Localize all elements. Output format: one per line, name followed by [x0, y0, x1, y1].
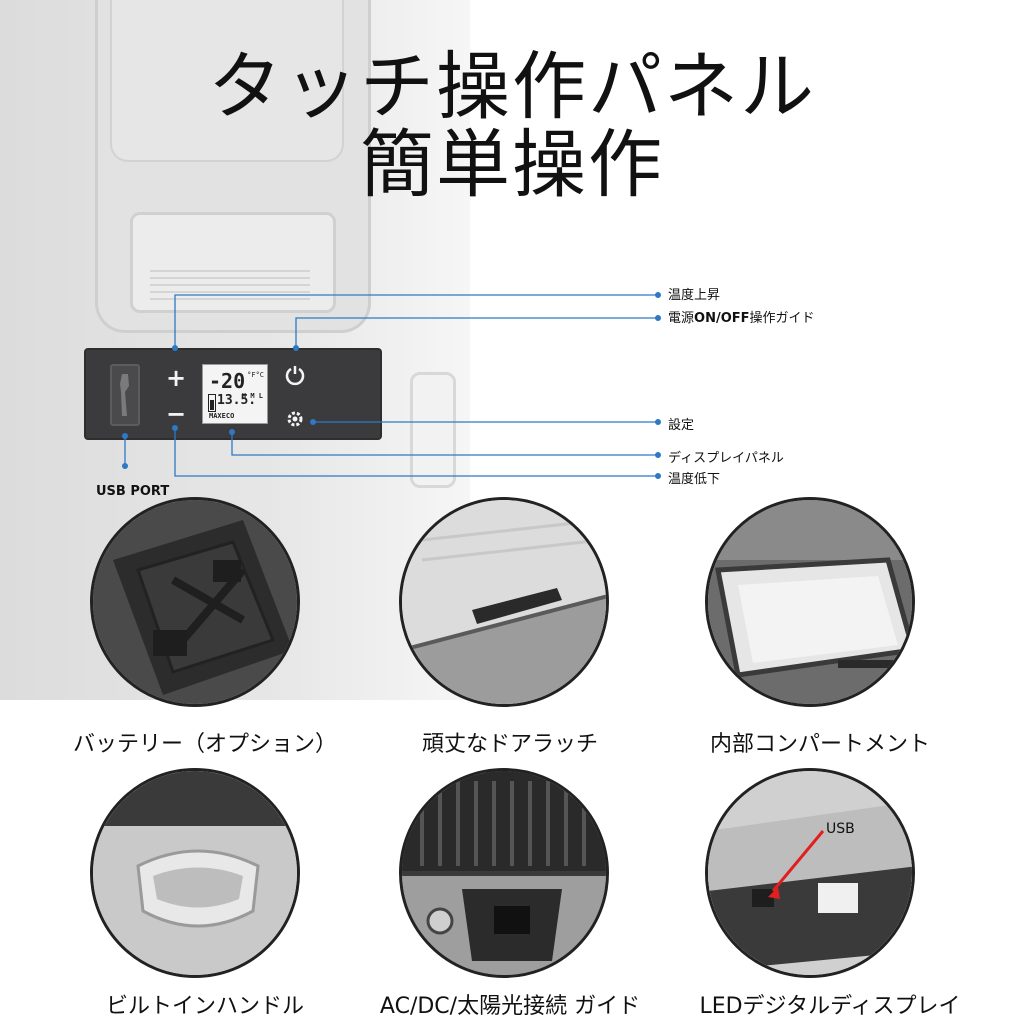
- feature-ports-image: [399, 768, 609, 978]
- feature-caption: 頑丈なドアラッチ: [421, 732, 598, 757]
- callout-power-suffix: 操作ガイド: [749, 311, 815, 326]
- feature-caption: ビルトインハンドル: [105, 994, 304, 1019]
- control-panel: + − -20 °F°C 13.5. H M L MAXECO: [84, 348, 382, 440]
- settings-button[interactable]: [284, 408, 306, 430]
- feature-caption: 内部コンパートメント: [709, 732, 930, 757]
- lcd-units: °F°C: [247, 371, 264, 379]
- temp-up-button[interactable]: +: [166, 364, 187, 392]
- feature-latch-image: [399, 497, 609, 707]
- feature-compartment-image: [705, 497, 915, 707]
- usb-port-label: USB PORT: [96, 484, 170, 499]
- callout-temp-up: 温度上昇: [668, 288, 721, 303]
- power-icon: [285, 366, 305, 386]
- gear-icon: [287, 411, 303, 427]
- page-title-line1: タッチ操作パネル: [208, 44, 816, 130]
- callout-temp-down: 温度低下: [668, 472, 721, 487]
- callout-settings: 設定: [668, 418, 695, 433]
- usb-plug-icon: [120, 374, 129, 416]
- power-button[interactable]: [284, 364, 306, 386]
- callout-lines: [122, 292, 661, 479]
- lcd-voltage: 13.5.: [217, 393, 257, 408]
- temp-down-button[interactable]: −: [166, 400, 187, 428]
- lcd-hml: H M L: [241, 392, 263, 400]
- feature-led-display-image: USB: [705, 768, 915, 978]
- feature-caption: LEDデジタルディスプレイ: [699, 994, 961, 1019]
- feature-handle-image: [90, 768, 300, 978]
- feature-battery-image: [90, 497, 300, 707]
- lcd-display: -20 °F°C 13.5. H M L MAXECO: [202, 364, 268, 424]
- fridge-side-tab: [410, 372, 456, 488]
- usb-slot[interactable]: [110, 364, 140, 426]
- battery-icon: [208, 394, 216, 412]
- fridge-lid-panel: [110, 0, 344, 162]
- feature-caption: AC/DC/太陽光接続 ガイド: [379, 994, 641, 1019]
- usb-inset-label: USB: [826, 821, 855, 837]
- callout-display: ディスプレイパネル: [668, 451, 784, 466]
- callout-power-bold: ON/OFF: [694, 311, 750, 326]
- callout-power-prefix: 電源: [668, 311, 695, 326]
- lcd-temperature: -20: [209, 369, 246, 393]
- feature-caption: バッテリー（オプション）: [72, 732, 337, 757]
- callout-power: 電源ON/OFF操作ガイド: [668, 307, 815, 326]
- page-title-line2: 簡単操作: [360, 122, 664, 208]
- lcd-mode: MAXECO: [209, 412, 235, 420]
